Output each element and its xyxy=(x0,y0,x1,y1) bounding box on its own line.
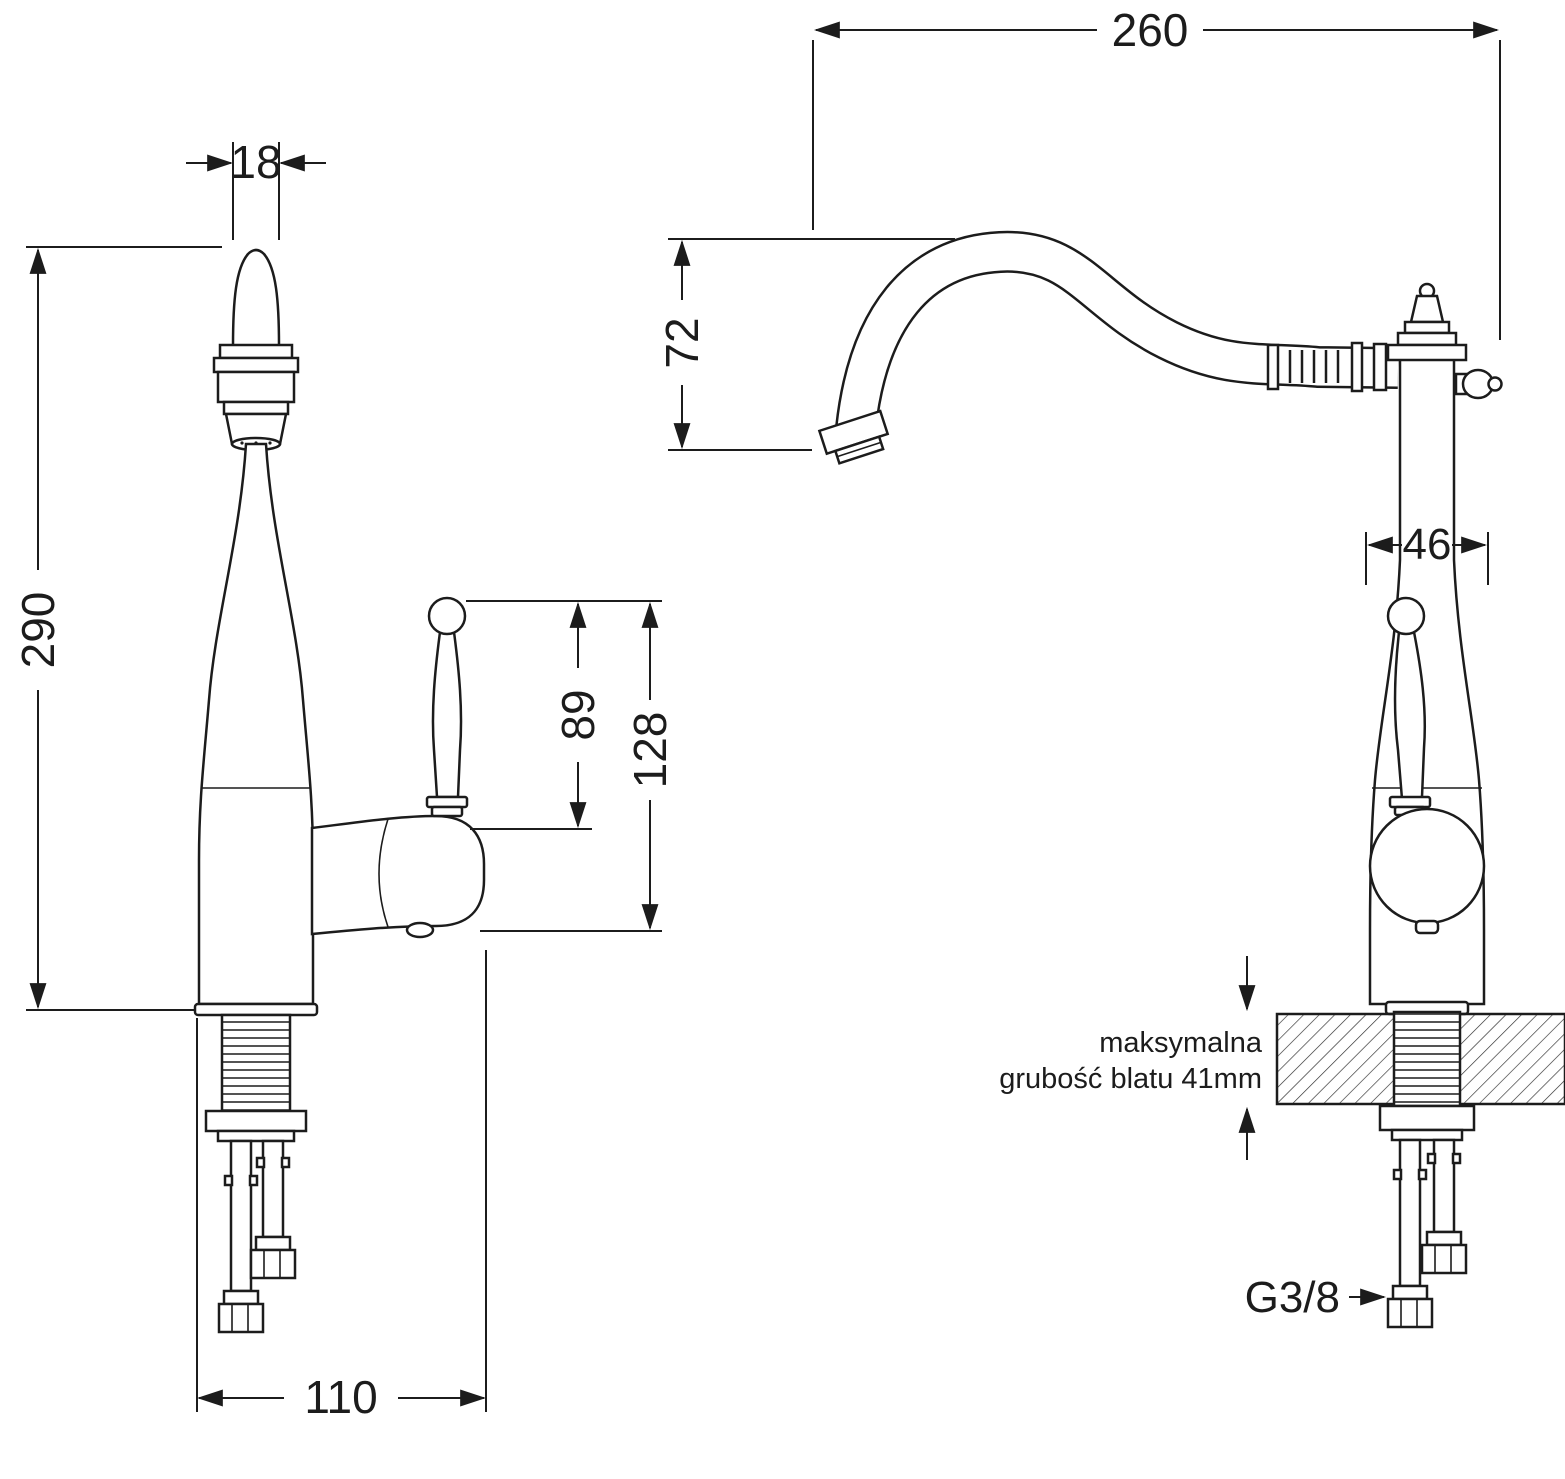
dim-110-label: 110 xyxy=(304,1371,377,1423)
dim-base-depth: 110 xyxy=(196,950,487,1423)
front-body xyxy=(193,442,319,1017)
supply-hose xyxy=(1432,1138,1456,1234)
spout-outlet xyxy=(817,409,890,465)
handle-knob xyxy=(427,596,467,636)
thread-size-callout: G3/8 xyxy=(1245,1273,1387,1322)
top-collar xyxy=(1386,343,1468,362)
handle-housing xyxy=(310,814,486,936)
dim-handle-height: 89 xyxy=(466,600,662,830)
hose-nut xyxy=(1386,1297,1434,1329)
valve-body xyxy=(1368,807,1486,925)
handle-knob xyxy=(1386,596,1426,636)
hose-nut xyxy=(1420,1243,1468,1275)
dim-290-label: 290 xyxy=(12,592,64,669)
countertop-note-line1: maksymalna xyxy=(1099,1027,1263,1059)
side-countertop xyxy=(1275,1010,1565,1329)
hose-nut xyxy=(217,1302,265,1334)
dim-72-label: 72 xyxy=(656,317,708,368)
supply-hose xyxy=(229,1139,253,1293)
supply-hose xyxy=(1398,1138,1422,1288)
front-undermount xyxy=(204,1013,308,1334)
side-handle xyxy=(1368,596,1486,935)
dim-handle-total: 128 xyxy=(480,601,676,932)
dim-89-label: 89 xyxy=(552,689,604,740)
dim-total-height: 290 xyxy=(12,246,222,1011)
washer xyxy=(1390,1128,1464,1142)
front-view xyxy=(193,248,486,1334)
hose-nut xyxy=(249,1248,297,1280)
dim-spout-drop: 72 xyxy=(656,238,955,451)
countertop-thickness-note: maksymalna grubość blatu 41mm xyxy=(999,956,1263,1160)
dim-128-label: 128 xyxy=(624,712,676,789)
base-plate xyxy=(193,1002,319,1017)
dim-spout-reach: 260 xyxy=(812,4,1501,340)
front-spout xyxy=(212,248,300,452)
spout-rings xyxy=(1266,341,1388,393)
front-handle xyxy=(310,596,486,939)
dim-46-label: 46 xyxy=(1403,520,1452,569)
dim-body-width: 46 xyxy=(1365,520,1489,585)
dim-spout-width: 18 xyxy=(186,136,326,240)
dim-18-label: 18 xyxy=(230,136,281,188)
side-view xyxy=(817,230,1565,1329)
side-spout xyxy=(817,230,1399,465)
threaded-shank xyxy=(1392,1010,1462,1108)
washer xyxy=(216,1129,296,1143)
mounting-bracket xyxy=(204,1109,308,1133)
dim-260-label: 260 xyxy=(1112,4,1189,56)
countertop-note-line2: grubość blatu 41mm xyxy=(999,1063,1262,1095)
thread-size-label: G3/8 xyxy=(1245,1273,1340,1322)
handle-lever xyxy=(431,630,463,799)
supply-hose xyxy=(261,1139,285,1239)
threaded-shank xyxy=(220,1013,292,1113)
locknut xyxy=(1378,1104,1476,1132)
